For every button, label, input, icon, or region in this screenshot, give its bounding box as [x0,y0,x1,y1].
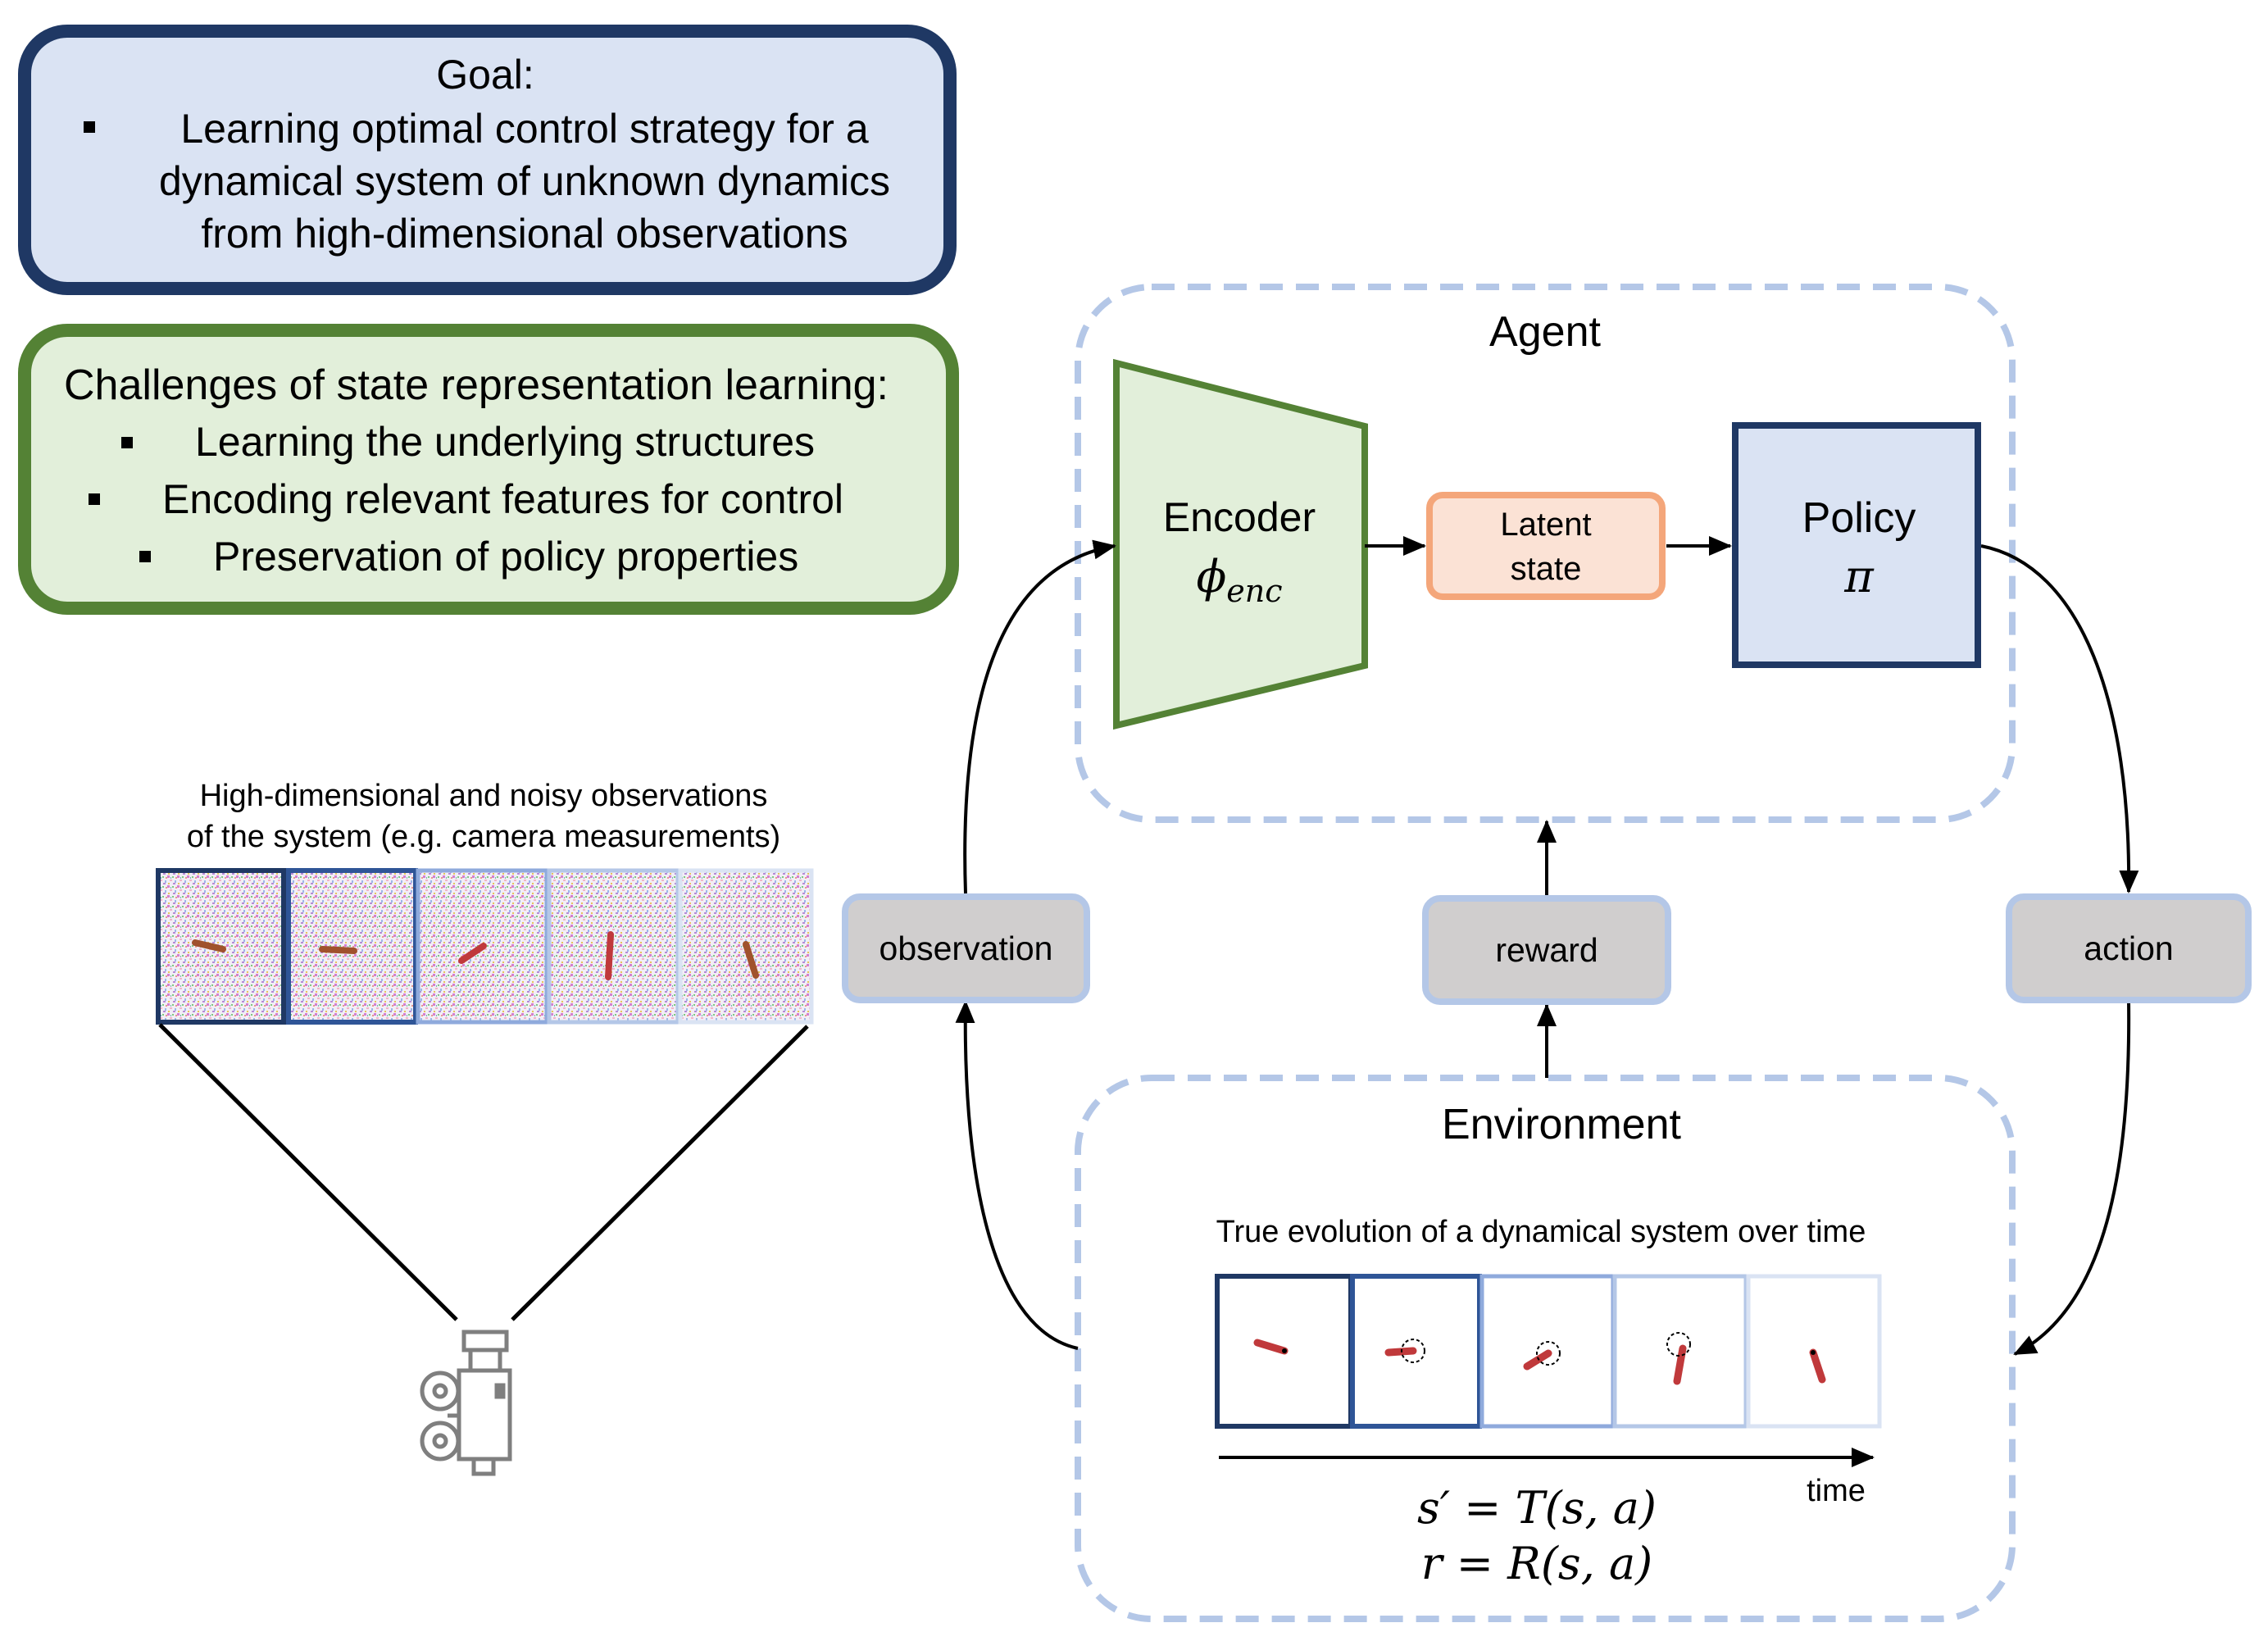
time-label: time [1807,1474,1866,1508]
challenge-item-2: Encoding relevant features for control [162,476,844,522]
policy-label: Policy [1802,494,1916,542]
policy-box [1732,422,1981,668]
reward-label: reward [1495,930,1598,969]
film-camera-icon [420,1330,512,1476]
agent-container [1075,284,2016,823]
encoder-label: Encoder [1162,494,1316,540]
noisy-observation-frames [156,868,814,1025]
goal-bullet [84,121,95,133]
goal-title: Goal: [436,52,534,98]
challenge-bullet-2 [89,493,100,505]
environment-title: Environment [1442,1101,1681,1148]
observations-caption-line1: High-dimensional and noisy observations [199,779,768,813]
observation-box: observation [842,893,1090,1003]
encoder-symbol: ϕenc [1196,551,1283,609]
agent-title: Agent [1489,308,1601,356]
goal-line-2: dynamical system of unknown dynamics [158,158,891,204]
observations-caption-line2: of the system (e.g. camera measurements) [186,820,781,854]
latent-label-line1: Latent [1500,507,1592,543]
latent-state-box [1426,492,1666,600]
encoder-shape [1113,358,1368,730]
reward-box: reward [1422,895,1671,1005]
action-box: action [2006,893,2252,1003]
goal-line-1: Learning optimal control strategy for a [180,106,869,152]
challenge-bullet-3 [139,551,151,562]
environment-caption: True evolution of a dynamical system ove… [1216,1215,1866,1249]
transition-equation: s′ = T(s, a) [1417,1482,1657,1534]
true-evolution-frames [1215,1274,1882,1429]
challenge-item-1: Learning the underlying structures [195,419,816,465]
goal-line-3: from high-dimensional observations [201,211,848,257]
observation-label: observation [879,929,1053,967]
reward-equation: r = R(s, a) [1420,1538,1653,1589]
encoder-subscript: enc [1226,572,1283,609]
challenges-title: Challenges of state representation learn… [64,361,889,409]
action-label: action [2084,929,2174,967]
policy-symbol: π [1844,551,1874,602]
challenge-item-3: Preservation of policy properties [213,534,799,580]
challenge-bullet-1 [121,437,133,448]
latent-label-line2: state [1510,551,1582,587]
goal-box [18,25,957,295]
challenges-box [18,324,959,615]
